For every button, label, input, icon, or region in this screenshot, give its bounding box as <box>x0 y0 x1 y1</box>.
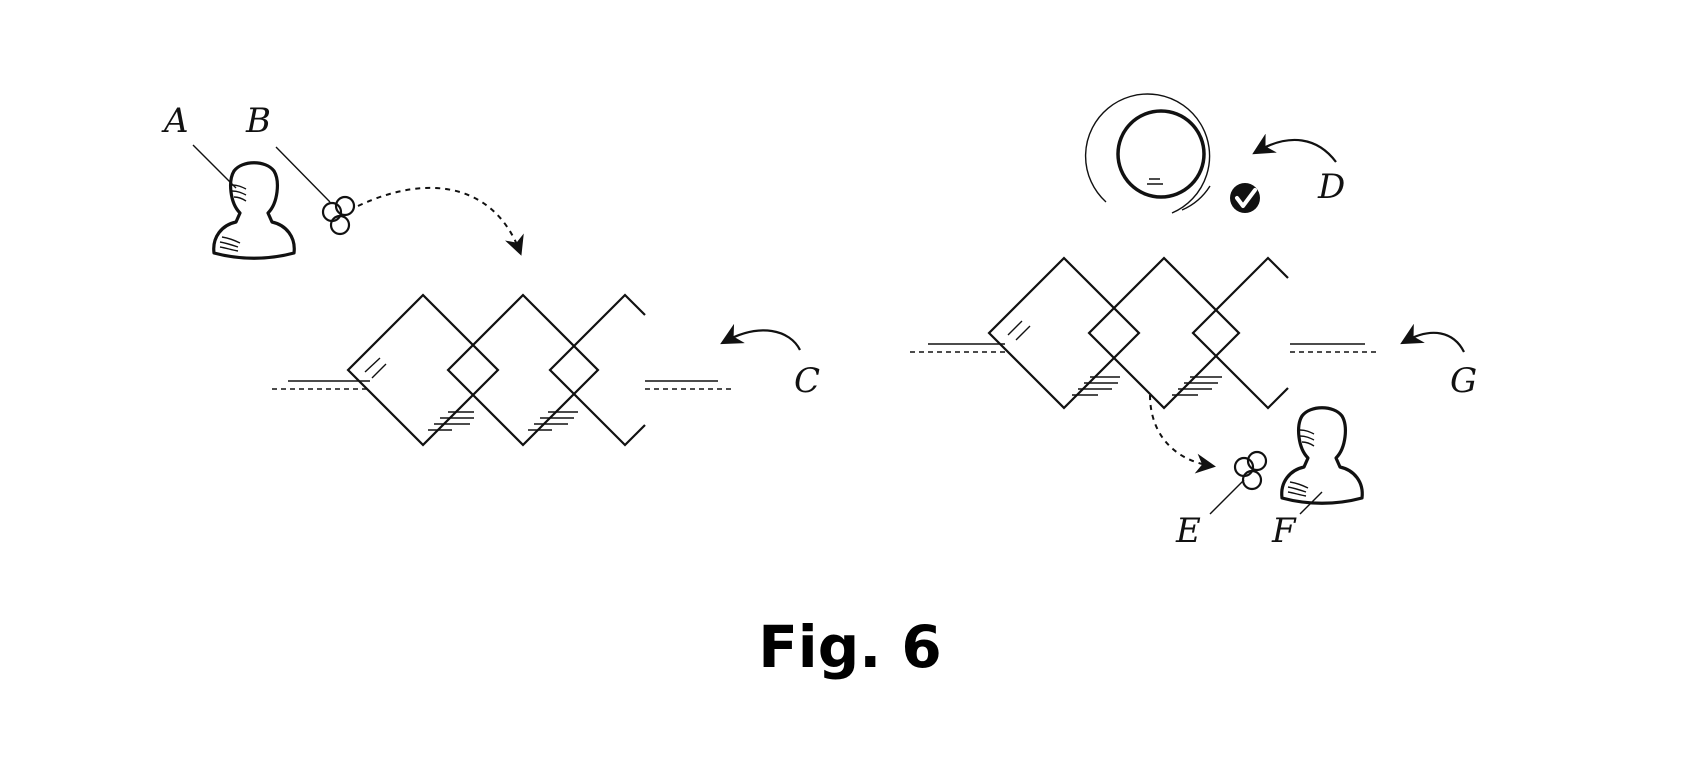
ring-icon <box>1084 93 1211 214</box>
label-b: B <box>245 101 271 141</box>
pointer-arrow-g <box>1400 323 1465 353</box>
leader-line-b <box>275 146 331 203</box>
left-scene <box>192 144 801 447</box>
payout-arrow <box>1149 394 1216 474</box>
diamond-band-right <box>910 256 1378 410</box>
leader-line-a <box>192 144 237 189</box>
figure-caption: Fig. 6 <box>758 613 942 681</box>
pointer-arrow-d <box>1252 133 1337 163</box>
label-e: E <box>1175 511 1201 551</box>
label-f: F <box>1271 511 1297 551</box>
transfer-arrow <box>357 186 524 256</box>
label-g: G <box>1450 361 1477 401</box>
diamond-band-left <box>272 293 735 447</box>
coin-stack-icon <box>321 195 356 236</box>
check-icon <box>1230 183 1260 213</box>
leader-line-f <box>1299 491 1323 515</box>
label-c: C <box>794 361 820 401</box>
right-scene <box>910 93 1465 515</box>
label-d: D <box>1317 167 1345 207</box>
coin-stack-icon <box>1233 450 1268 491</box>
label-a: A <box>161 101 189 141</box>
leader-line-e <box>1209 479 1245 515</box>
pointer-arrow-c <box>720 323 801 351</box>
person-icon <box>1280 406 1364 505</box>
